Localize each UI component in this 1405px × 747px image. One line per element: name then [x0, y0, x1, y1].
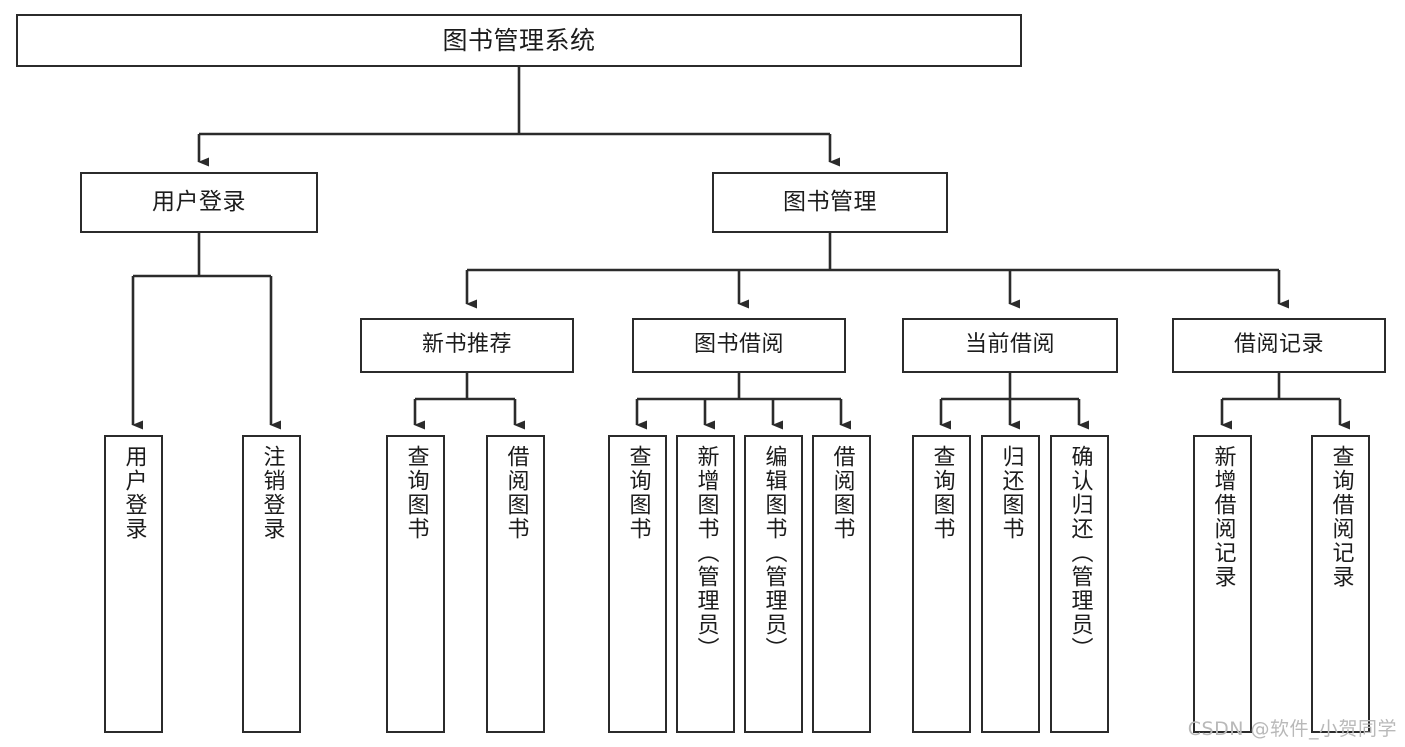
node-borrow-record[interactable]: 借阅记录 — [1172, 318, 1386, 373]
leaf-query-book-borrow[interactable]: 查询图书 — [608, 435, 667, 733]
leaf-query-book-current[interactable]: 查询图书 — [912, 435, 971, 733]
node-current-borrow[interactable]: 当前借阅 — [902, 318, 1118, 373]
node-label: 借阅记录 — [1233, 332, 1324, 358]
node-book-borrow[interactable]: 图书借阅 — [632, 318, 846, 373]
node-label: 图书借阅 — [693, 332, 784, 358]
node-label: 查询图书 — [929, 445, 955, 541]
node-label: 新增图书（管理员） — [693, 445, 719, 661]
node-label: 编辑图书（管理员） — [761, 445, 787, 661]
node-book-management[interactable]: 图书管理 — [712, 172, 948, 233]
leaf-edit-book-admin[interactable]: 编辑图书（管理员） — [744, 435, 803, 733]
node-label: 查询图书 — [625, 445, 651, 541]
node-label: 新书推荐 — [421, 332, 512, 358]
node-label: 图书管理系统 — [442, 25, 596, 55]
node-label: 新增借阅记录 — [1210, 445, 1236, 589]
node-label: 查询借阅记录 — [1328, 445, 1354, 589]
node-label: 用户登录 — [152, 188, 246, 215]
leaf-query-borrow-record[interactable]: 查询借阅记录 — [1311, 435, 1370, 733]
leaf-borrow-book-borrow[interactable]: 借阅图书 — [812, 435, 871, 733]
leaf-add-book-admin[interactable]: 新增图书（管理员） — [676, 435, 735, 733]
node-user-login[interactable]: 用户登录 — [80, 172, 318, 233]
leaf-confirm-return-admin[interactable]: 确认归还（管理员） — [1050, 435, 1109, 733]
node-label: 注销登录 — [259, 445, 285, 541]
node-label: 查询图书 — [403, 445, 429, 541]
node-label: 确认归还（管理员） — [1067, 445, 1093, 661]
node-label: 借阅图书 — [503, 445, 529, 541]
node-label: 借阅图书 — [829, 445, 855, 541]
node-label: 归还图书 — [998, 445, 1024, 541]
node-root-book-management-system[interactable]: 图书管理系统 — [16, 14, 1022, 67]
leaf-borrow-book-new-recommend[interactable]: 借阅图书 — [486, 435, 545, 733]
node-label: 图书管理 — [783, 188, 877, 215]
node-label: 当前借阅 — [964, 332, 1055, 358]
leaf-logout-login[interactable]: 注销登录 — [242, 435, 301, 733]
node-new-book-recommend[interactable]: 新书推荐 — [360, 318, 574, 373]
leaf-add-borrow-record[interactable]: 新增借阅记录 — [1193, 435, 1252, 733]
node-label: 用户登录 — [121, 445, 147, 541]
leaf-return-book[interactable]: 归还图书 — [981, 435, 1040, 733]
leaf-query-book-new-recommend[interactable]: 查询图书 — [386, 435, 445, 733]
leaf-user-login[interactable]: 用户登录 — [104, 435, 163, 733]
